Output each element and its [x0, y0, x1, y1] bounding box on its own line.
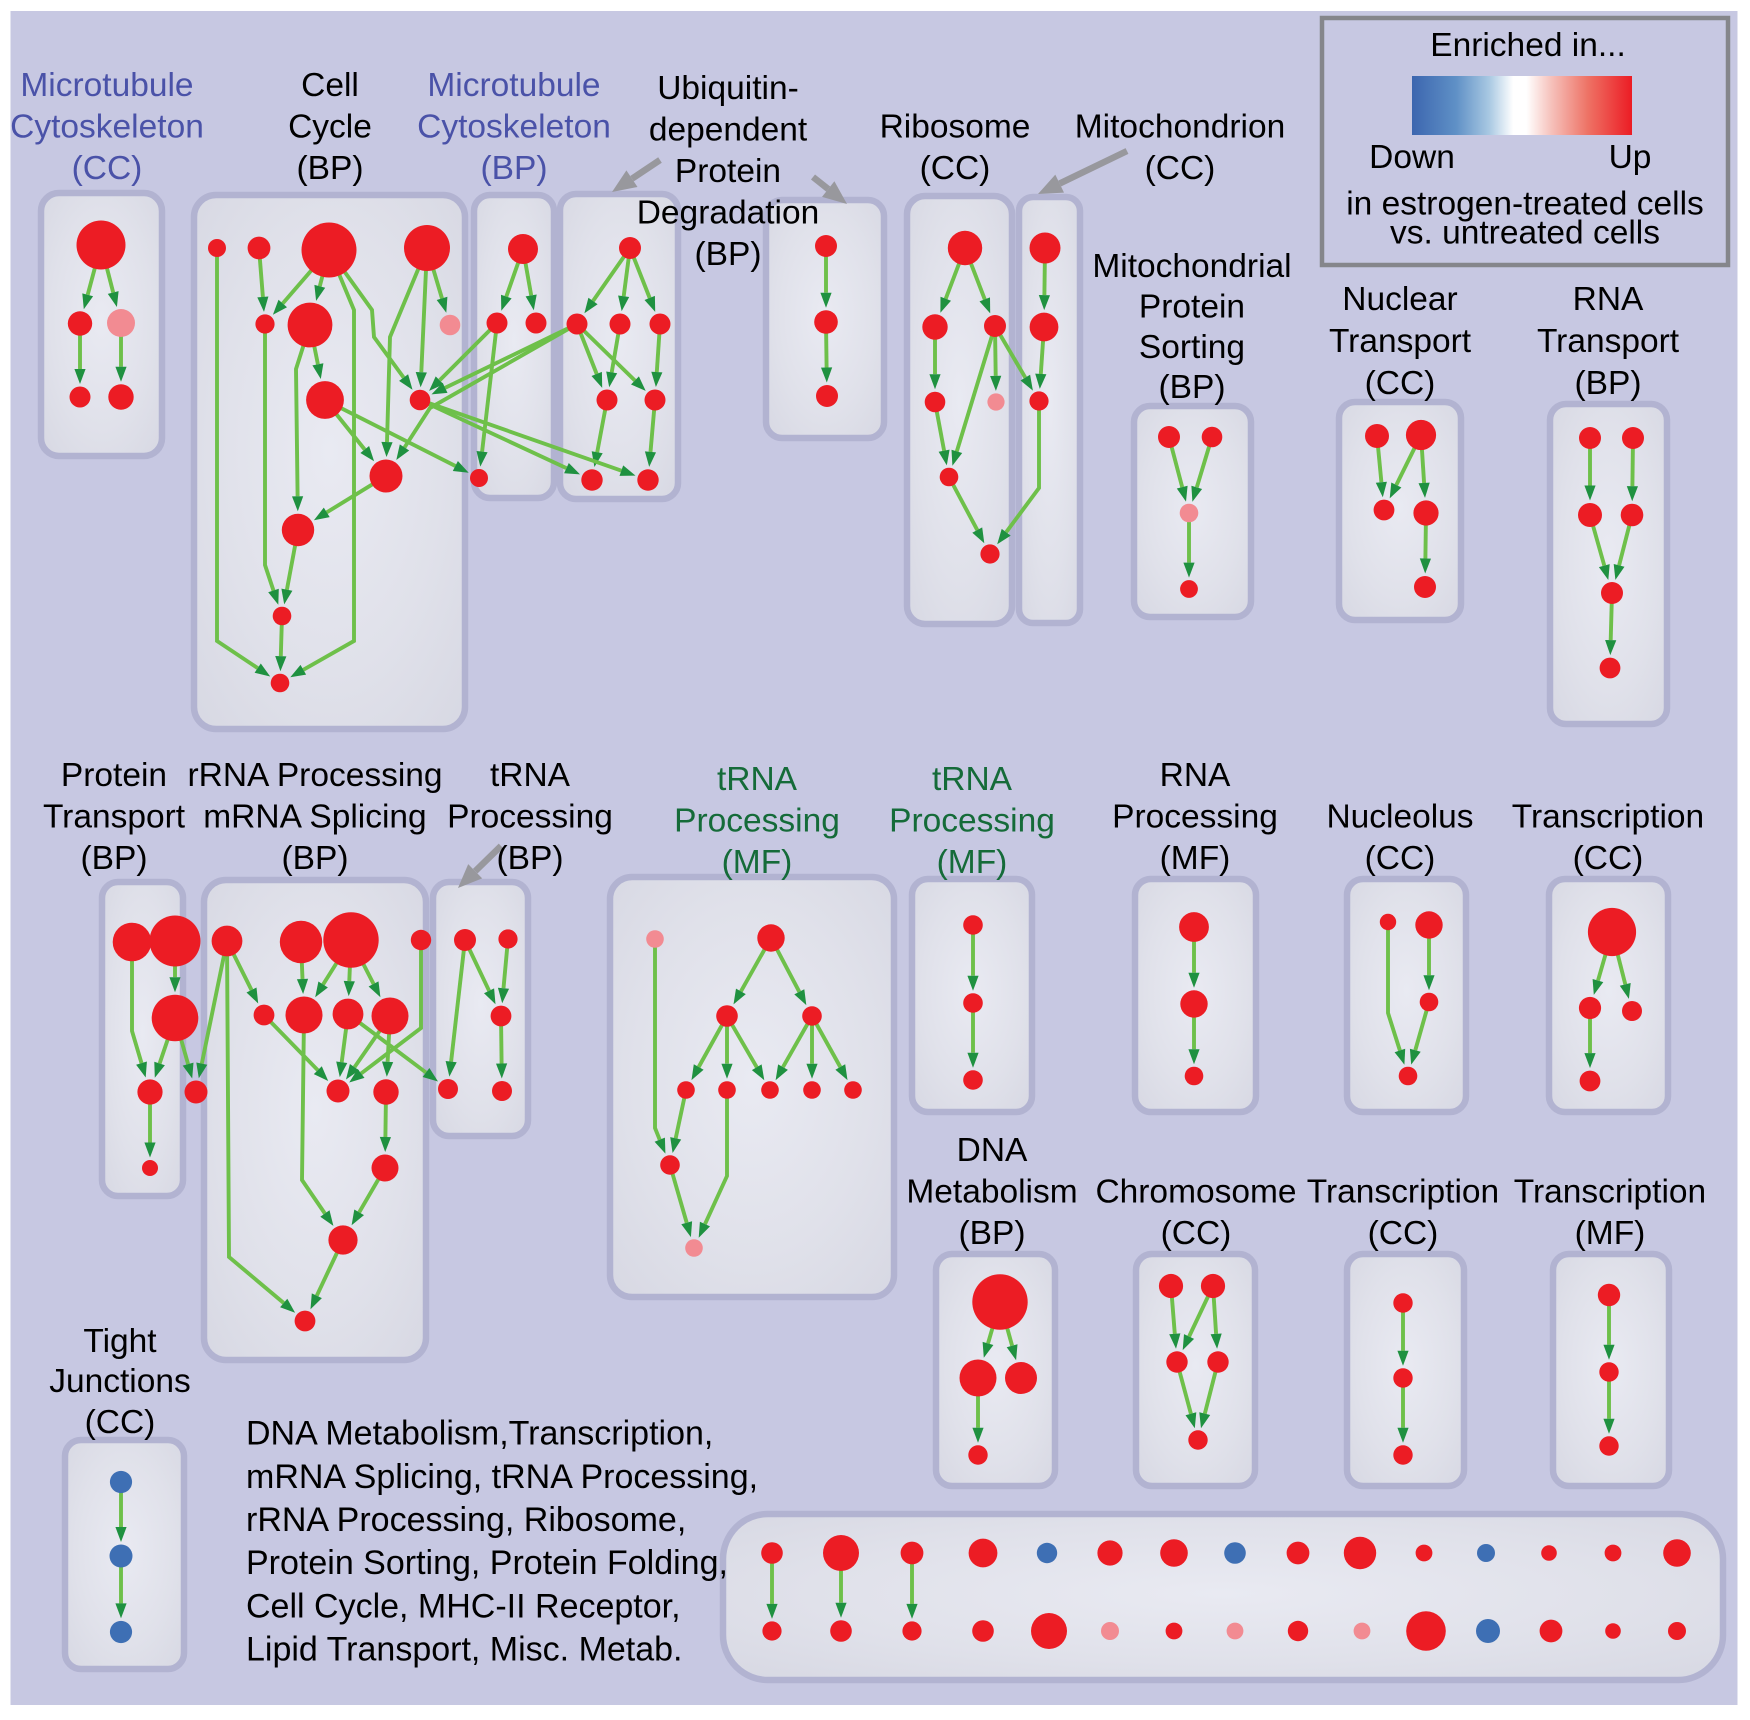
svg-text:(CC): (CC) [1161, 1215, 1232, 1252]
svg-text:(CC): (CC) [1573, 840, 1644, 877]
svg-text:mRNA Splicing: mRNA Splicing [203, 799, 426, 836]
svg-text:(BP): (BP) [81, 840, 148, 877]
svg-text:Protein: Protein [61, 757, 167, 794]
svg-text:(BP): (BP) [1575, 365, 1642, 402]
svg-text:Junctions: Junctions [49, 1363, 191, 1400]
svg-text:RNA: RNA [1573, 281, 1644, 318]
svg-text:Nuclear: Nuclear [1342, 281, 1457, 318]
svg-text:Up: Up [1609, 139, 1652, 176]
svg-text:(BP): (BP) [1159, 369, 1226, 406]
svg-text:Processing: Processing [447, 799, 613, 836]
svg-text:Cell: Cell [301, 67, 359, 104]
svg-text:Lipid Transport, Misc. Metab.: Lipid Transport, Misc. Metab. [246, 1631, 683, 1669]
svg-text:Down: Down [1369, 139, 1455, 176]
svg-text:Chromosome: Chromosome [1095, 1174, 1296, 1211]
svg-text:(BP): (BP) [959, 1215, 1026, 1252]
svg-text:(CC): (CC) [920, 150, 991, 187]
svg-text:Protein: Protein [675, 153, 781, 190]
svg-text:vs. untreated cells: vs. untreated cells [1390, 215, 1660, 252]
svg-text:Sorting: Sorting [1139, 329, 1245, 366]
svg-text:(CC): (CC) [1365, 365, 1436, 402]
svg-text:tRNA: tRNA [932, 761, 1013, 798]
svg-text:(BP): (BP) [481, 150, 548, 187]
svg-text:Transcription: Transcription [1514, 1174, 1706, 1211]
svg-text:Transcription: Transcription [1512, 799, 1704, 836]
svg-text:Protein: Protein [1139, 289, 1245, 326]
svg-text:Processing: Processing [1112, 799, 1278, 836]
svg-text:rRNA Processing, Ribosome,: rRNA Processing, Ribosome, [246, 1501, 686, 1539]
svg-text:Nucleolus: Nucleolus [1326, 799, 1473, 836]
svg-text:Enriched in...: Enriched in... [1430, 27, 1626, 64]
svg-text:Microtubule: Microtubule [20, 67, 193, 104]
svg-text:Cytoskeleton: Cytoskeleton [10, 109, 204, 146]
svg-text:(CC): (CC) [1365, 840, 1436, 877]
svg-text:(BP): (BP) [282, 840, 349, 877]
svg-text:(CC): (CC) [72, 150, 143, 187]
svg-text:Tight: Tight [83, 1323, 157, 1360]
svg-text:Cell Cycle, MHC-II Receptor,: Cell Cycle, MHC-II Receptor, [246, 1587, 681, 1625]
svg-text:Transcription: Transcription [1307, 1174, 1499, 1211]
svg-text:(MF): (MF) [722, 844, 793, 881]
svg-text:(CC): (CC) [1368, 1215, 1439, 1252]
svg-text:Processing: Processing [889, 803, 1055, 840]
svg-text:in estrogen-treated cells: in estrogen-treated cells [1346, 186, 1704, 223]
svg-text:mRNA Splicing, tRNA Processing: mRNA Splicing, tRNA Processing, [246, 1458, 758, 1496]
svg-text:Ubiquitin-: Ubiquitin- [657, 70, 799, 107]
svg-text:DNA: DNA [957, 1132, 1028, 1169]
svg-text:(BP): (BP) [695, 236, 762, 273]
svg-text:Cytoskeleton: Cytoskeleton [417, 109, 611, 146]
svg-text:dependent: dependent [649, 112, 808, 149]
svg-text:Transport: Transport [1537, 323, 1680, 360]
svg-text:Metabolism: Metabolism [906, 1174, 1077, 1211]
svg-text:Transport: Transport [43, 799, 186, 836]
svg-text:DNA Metabolism,Transcription,: DNA Metabolism,Transcription, [246, 1415, 713, 1453]
svg-text:Processing: Processing [674, 803, 840, 840]
svg-text:Ribosome: Ribosome [880, 109, 1031, 146]
svg-text:(MF): (MF) [937, 844, 1008, 881]
svg-text:Degradation: Degradation [637, 195, 820, 232]
svg-text:RNA: RNA [1160, 757, 1231, 794]
svg-text:(BP): (BP) [497, 840, 564, 877]
svg-text:(CC): (CC) [85, 1404, 156, 1441]
svg-text:tRNA: tRNA [717, 761, 798, 798]
svg-text:(BP): (BP) [297, 150, 364, 187]
svg-text:tRNA: tRNA [490, 757, 571, 794]
svg-text:Mitochondrion: Mitochondrion [1075, 109, 1285, 146]
svg-text:Protein Sorting, Protein Foldi: Protein Sorting, Protein Folding, [246, 1544, 728, 1582]
svg-text:Mitochondrial: Mitochondrial [1092, 248, 1291, 285]
svg-text:Cycle: Cycle [288, 109, 372, 146]
svg-text:Microtubule: Microtubule [427, 67, 600, 104]
svg-text:rRNA Processing: rRNA Processing [187, 757, 442, 794]
svg-text:(MF): (MF) [1160, 840, 1231, 877]
svg-text:(CC): (CC) [1145, 150, 1216, 187]
svg-text:Transport: Transport [1329, 323, 1472, 360]
svg-text:(MF): (MF) [1575, 1215, 1646, 1252]
